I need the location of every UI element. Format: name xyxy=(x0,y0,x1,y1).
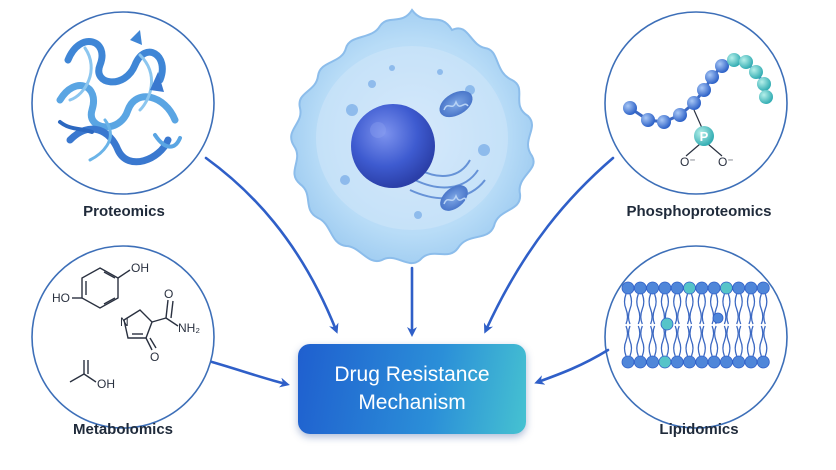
protein-ribbon-icon xyxy=(56,30,182,166)
o-minus-right: O⁻ xyxy=(718,155,734,169)
metabolomics-circle xyxy=(31,245,215,429)
amide-oxygen: O xyxy=(164,287,173,301)
phosphate-label: P xyxy=(700,129,709,144)
lipidomics-label: Lipidomics xyxy=(659,421,739,438)
lipid-bilayer-icon xyxy=(621,281,770,369)
mitochondrion-top xyxy=(439,90,473,118)
lipidomics-circle xyxy=(604,245,788,429)
cell-illustration xyxy=(290,8,535,265)
arrow-phosphoproteomics xyxy=(483,156,615,334)
proteomics-label: Proteomics xyxy=(83,203,165,220)
center-title-line2: Mechanism xyxy=(358,391,466,414)
drug-resistance-box: Drug Resistance Mechanism xyxy=(298,344,526,434)
arrow-proteomics xyxy=(204,156,339,334)
arrow-metabolomics xyxy=(210,360,290,388)
ketone-oxygen: O xyxy=(150,350,159,364)
phosphate-group xyxy=(694,126,714,146)
mitochondrion-bottom xyxy=(440,185,468,211)
hydroxyl-top: OH xyxy=(131,261,149,275)
nucleus xyxy=(351,104,435,188)
hydroxyl-left: HO xyxy=(52,291,70,305)
amine-group: NH₂ xyxy=(178,321,200,335)
phosphorylated-chain-icon: P O⁻ O⁻ xyxy=(623,53,773,169)
center-title-line1: Drug Resistance xyxy=(334,363,490,386)
metabolite-structures-icon xyxy=(69,267,179,383)
phosphoproteomics-label: Phosphoproteomics xyxy=(626,203,772,220)
o-minus-left: O⁻ xyxy=(680,155,696,169)
hydroxyl-acetic: OH xyxy=(97,377,115,391)
arrow-lipidomics xyxy=(534,348,610,385)
metabolomics-label: Metabolomics xyxy=(72,421,174,438)
nitrogen-atom: N xyxy=(120,315,129,329)
